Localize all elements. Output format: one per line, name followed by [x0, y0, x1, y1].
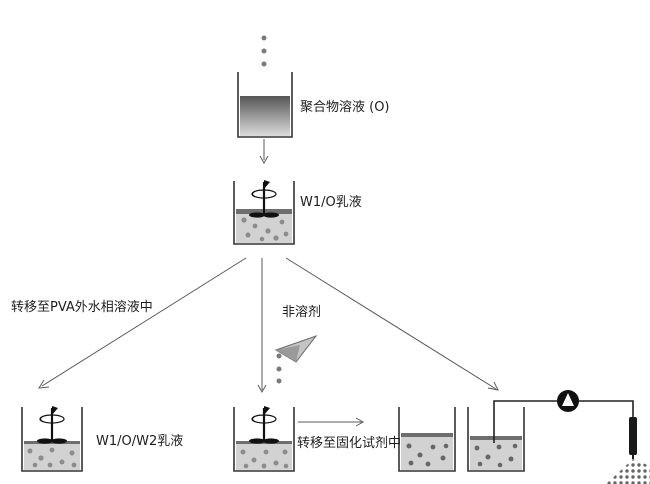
arrow-middle-branch	[257, 258, 267, 394]
stirrer-icon	[37, 406, 67, 444]
nozzle-icon	[629, 417, 637, 459]
beaker-solidifying	[398, 407, 456, 472]
spray-cone	[606, 459, 650, 484]
label-polymer-solution: 聚合物溶液 (O)	[300, 100, 390, 115]
beaker-w1ow2-emulsion	[21, 406, 83, 472]
arrow-down-1	[259, 139, 269, 165]
tubing	[493, 400, 634, 443]
dropping-dots-middle	[276, 353, 282, 384]
label-transfer-pva: 转移至PVA外水相溶液中	[11, 300, 153, 315]
stirrer-icon	[249, 180, 279, 218]
arrow-left-branch	[38, 257, 247, 389]
label-transfer-solidify: 转移至固化试剂中	[297, 436, 402, 451]
funnel-icon	[274, 334, 318, 363]
label-w1ow2-emulsion: W1/O/W2乳液	[96, 434, 184, 449]
label-nonsolvent: 非溶剂	[282, 305, 322, 320]
arrow-right-branch	[285, 257, 499, 391]
dropping-dots-top	[261, 35, 267, 67]
beaker-w1o-emulsion	[233, 180, 295, 245]
pump-icon	[557, 390, 579, 412]
beaker-spray-collection	[467, 407, 525, 472]
stirrer-icon	[249, 406, 279, 444]
label-w1o-emulsion: W1/O乳液	[300, 195, 362, 210]
beaker-polymer-solution	[237, 72, 293, 138]
arrow-to-solidify	[298, 417, 365, 427]
beaker-middle-stirred	[233, 406, 295, 472]
